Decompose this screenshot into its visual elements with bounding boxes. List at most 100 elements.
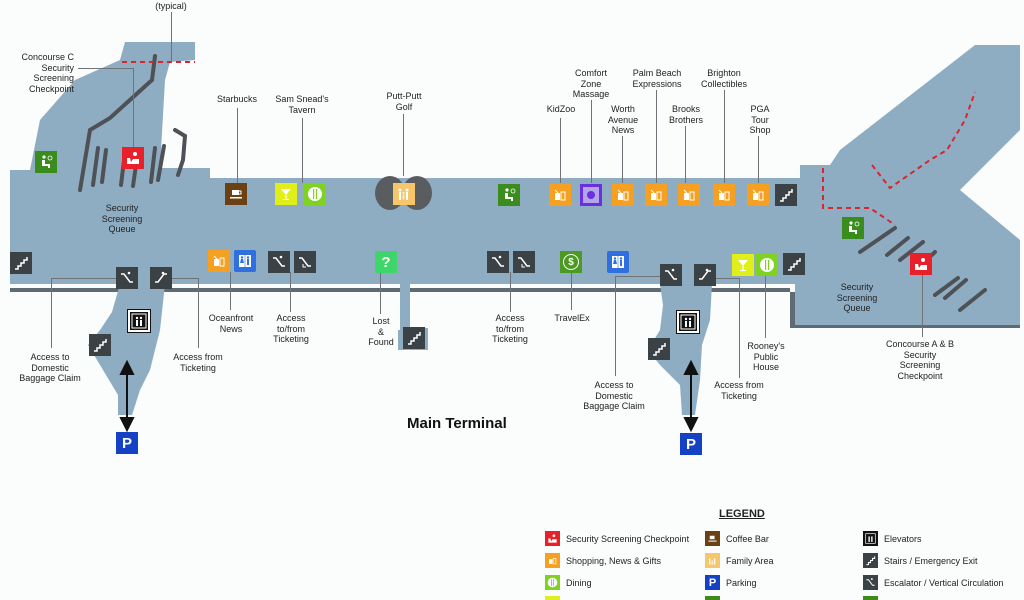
leader-line xyxy=(656,90,657,183)
legend-label: Dining xyxy=(566,577,592,588)
leader-line xyxy=(615,276,660,277)
dining-icon xyxy=(545,575,560,590)
leader-line xyxy=(290,272,291,312)
pga-tour-shop-label: PGA Tour Shop xyxy=(749,104,771,135)
leader-line xyxy=(198,278,199,348)
legend-label: Shopping, News & Gifts xyxy=(566,555,662,566)
leader-line xyxy=(739,278,740,378)
elevator-icon[interactable] xyxy=(127,309,151,333)
shopping-icon xyxy=(545,553,560,568)
putt-putt-golf-label: Putt-Putt Golf xyxy=(386,91,422,112)
legend-item-coffee: Coffee Bar xyxy=(705,531,769,546)
travelex-label: TravelEx xyxy=(554,313,590,323)
bar-icon-sam-sneads[interactable] xyxy=(275,183,297,205)
legend-item-elevators: Elevators xyxy=(863,531,922,546)
legend-partial-swatch xyxy=(863,596,878,600)
waiting-area-icon[interactable] xyxy=(842,217,864,239)
security-queue-left-label: Security Screening Queue xyxy=(101,203,143,234)
legend-item-parking: P Parking xyxy=(705,575,757,590)
escalator-up-icon[interactable] xyxy=(694,264,716,286)
legend-item-family: Family Area xyxy=(705,553,774,568)
restroom-icon[interactable] xyxy=(607,251,629,273)
waiting-area-icon[interactable] xyxy=(498,184,520,206)
leader-line xyxy=(133,68,134,148)
escalator-down-icon[interactable] xyxy=(116,267,138,289)
legend-label: Elevators xyxy=(884,533,922,544)
brighton-collectibles-label: Brighton Collectibles xyxy=(700,68,748,89)
leader-line xyxy=(560,118,561,183)
escalator-icon xyxy=(863,575,878,590)
dining-icon-rooneys[interactable] xyxy=(756,254,778,276)
escalator-down-icon[interactable] xyxy=(487,251,509,273)
stairs-icon[interactable] xyxy=(10,252,32,274)
leader-line xyxy=(230,272,231,310)
security-boundary-lines xyxy=(122,61,976,226)
shopping-icon-worth-avenue-news[interactable] xyxy=(612,184,634,206)
leader-line xyxy=(510,272,511,312)
legend-label: Coffee Bar xyxy=(726,533,769,544)
leader-line xyxy=(765,276,766,338)
palm-beach-expressions-label: Palm Beach Expressions xyxy=(632,68,682,89)
typical-label: (typical) xyxy=(155,1,187,11)
massage-icon-comfort-zone[interactable] xyxy=(580,184,602,206)
elevator-icon[interactable] xyxy=(676,310,700,334)
bar-icon-rooneys[interactable] xyxy=(732,254,754,276)
restroom-icon[interactable] xyxy=(234,250,256,272)
legend-label: Stairs / Emergency Exit xyxy=(884,555,978,566)
legend-title: LEGEND xyxy=(719,508,765,520)
concourse-c-checkpoint-label: Concourse C Security Screening Checkpoin… xyxy=(21,52,74,94)
family-icon xyxy=(705,553,720,568)
elevator-icon xyxy=(863,531,878,546)
rooneys-public-house-label: Rooney's Public House xyxy=(747,341,785,372)
stairs-icon[interactable] xyxy=(648,338,670,360)
parking-arrows xyxy=(119,359,699,433)
escalator-down-icon[interactable] xyxy=(268,251,290,273)
leader-line xyxy=(51,278,52,348)
shopping-icon-pga-tour-shop[interactable] xyxy=(747,184,769,206)
stairs-icon[interactable] xyxy=(403,327,425,349)
shopping-icon-brighton-collectibles[interactable] xyxy=(713,184,735,206)
dollar-icon: $ xyxy=(563,254,579,270)
legend-label: Escalator / Vertical Circulation xyxy=(884,577,1004,588)
leader-line xyxy=(571,272,572,310)
comfort-zone-massage-label: Comfort Zone Massage xyxy=(572,68,610,99)
lost-and-found-info-icon[interactable]: ? xyxy=(375,251,397,273)
waiting-area-icon[interactable] xyxy=(35,151,57,173)
brooks-brothers-label: Brooks Brothers xyxy=(668,104,704,125)
parking-icon-right[interactable]: P xyxy=(680,433,702,455)
coffee-icon xyxy=(705,531,720,546)
currency-exchange-icon-travelex[interactable]: $ xyxy=(560,251,582,273)
escalator-down-icon[interactable] xyxy=(660,264,682,286)
escalator-up-icon[interactable] xyxy=(150,267,172,289)
escalator-up-icon[interactable] xyxy=(294,251,316,273)
parking-icon-left[interactable]: P xyxy=(116,432,138,454)
legend-label: Parking xyxy=(726,577,757,588)
concourse-ab-checkpoint-label: Concourse A & B Security Screening Check… xyxy=(885,339,955,381)
shopping-icon-palm-beach-expressions[interactable] xyxy=(645,184,667,206)
escalator-up-icon[interactable] xyxy=(513,251,535,273)
dining-icon-sam-sneads[interactable] xyxy=(304,183,326,205)
security-queue-right-label: Security Screening Queue xyxy=(836,282,878,313)
security-checkpoint-icon-concourse-ab[interactable] xyxy=(910,253,932,275)
shopping-icon-brooks-brothers[interactable] xyxy=(678,184,700,206)
access-tofrom-ticketing-1-label: Access to/from Ticketing xyxy=(273,313,309,344)
family-area-icon-putt-putt[interactable] xyxy=(393,183,415,205)
stairs-icon[interactable] xyxy=(783,253,805,275)
oceanfront-news-label: Oceanfront News xyxy=(208,313,254,334)
shopping-icon-oceanfront-news[interactable] xyxy=(208,250,230,272)
stairs-icon[interactable] xyxy=(775,184,797,206)
coffee-bar-icon-starbucks[interactable] xyxy=(225,183,247,205)
security-checkpoint-icon-concourse-c[interactable] xyxy=(122,147,144,169)
leader-line xyxy=(172,278,199,279)
access-tofrom-ticketing-2-label: Access to/from Ticketing xyxy=(492,313,528,344)
legend-item-stairs: Stairs / Emergency Exit xyxy=(863,553,978,568)
leader-line xyxy=(302,118,303,183)
leader-line xyxy=(237,108,238,183)
legend-partial-swatch xyxy=(545,596,560,600)
legend-label: Security Screening Checkpoint xyxy=(566,533,690,544)
stairs-icon[interactable] xyxy=(89,334,111,356)
legend-item-security: Security Screening Checkpoint xyxy=(545,531,689,546)
lost-found-label: Lost & Found xyxy=(368,316,394,347)
leader-line xyxy=(758,136,759,183)
shopping-icon-kidzoo[interactable] xyxy=(549,184,571,206)
